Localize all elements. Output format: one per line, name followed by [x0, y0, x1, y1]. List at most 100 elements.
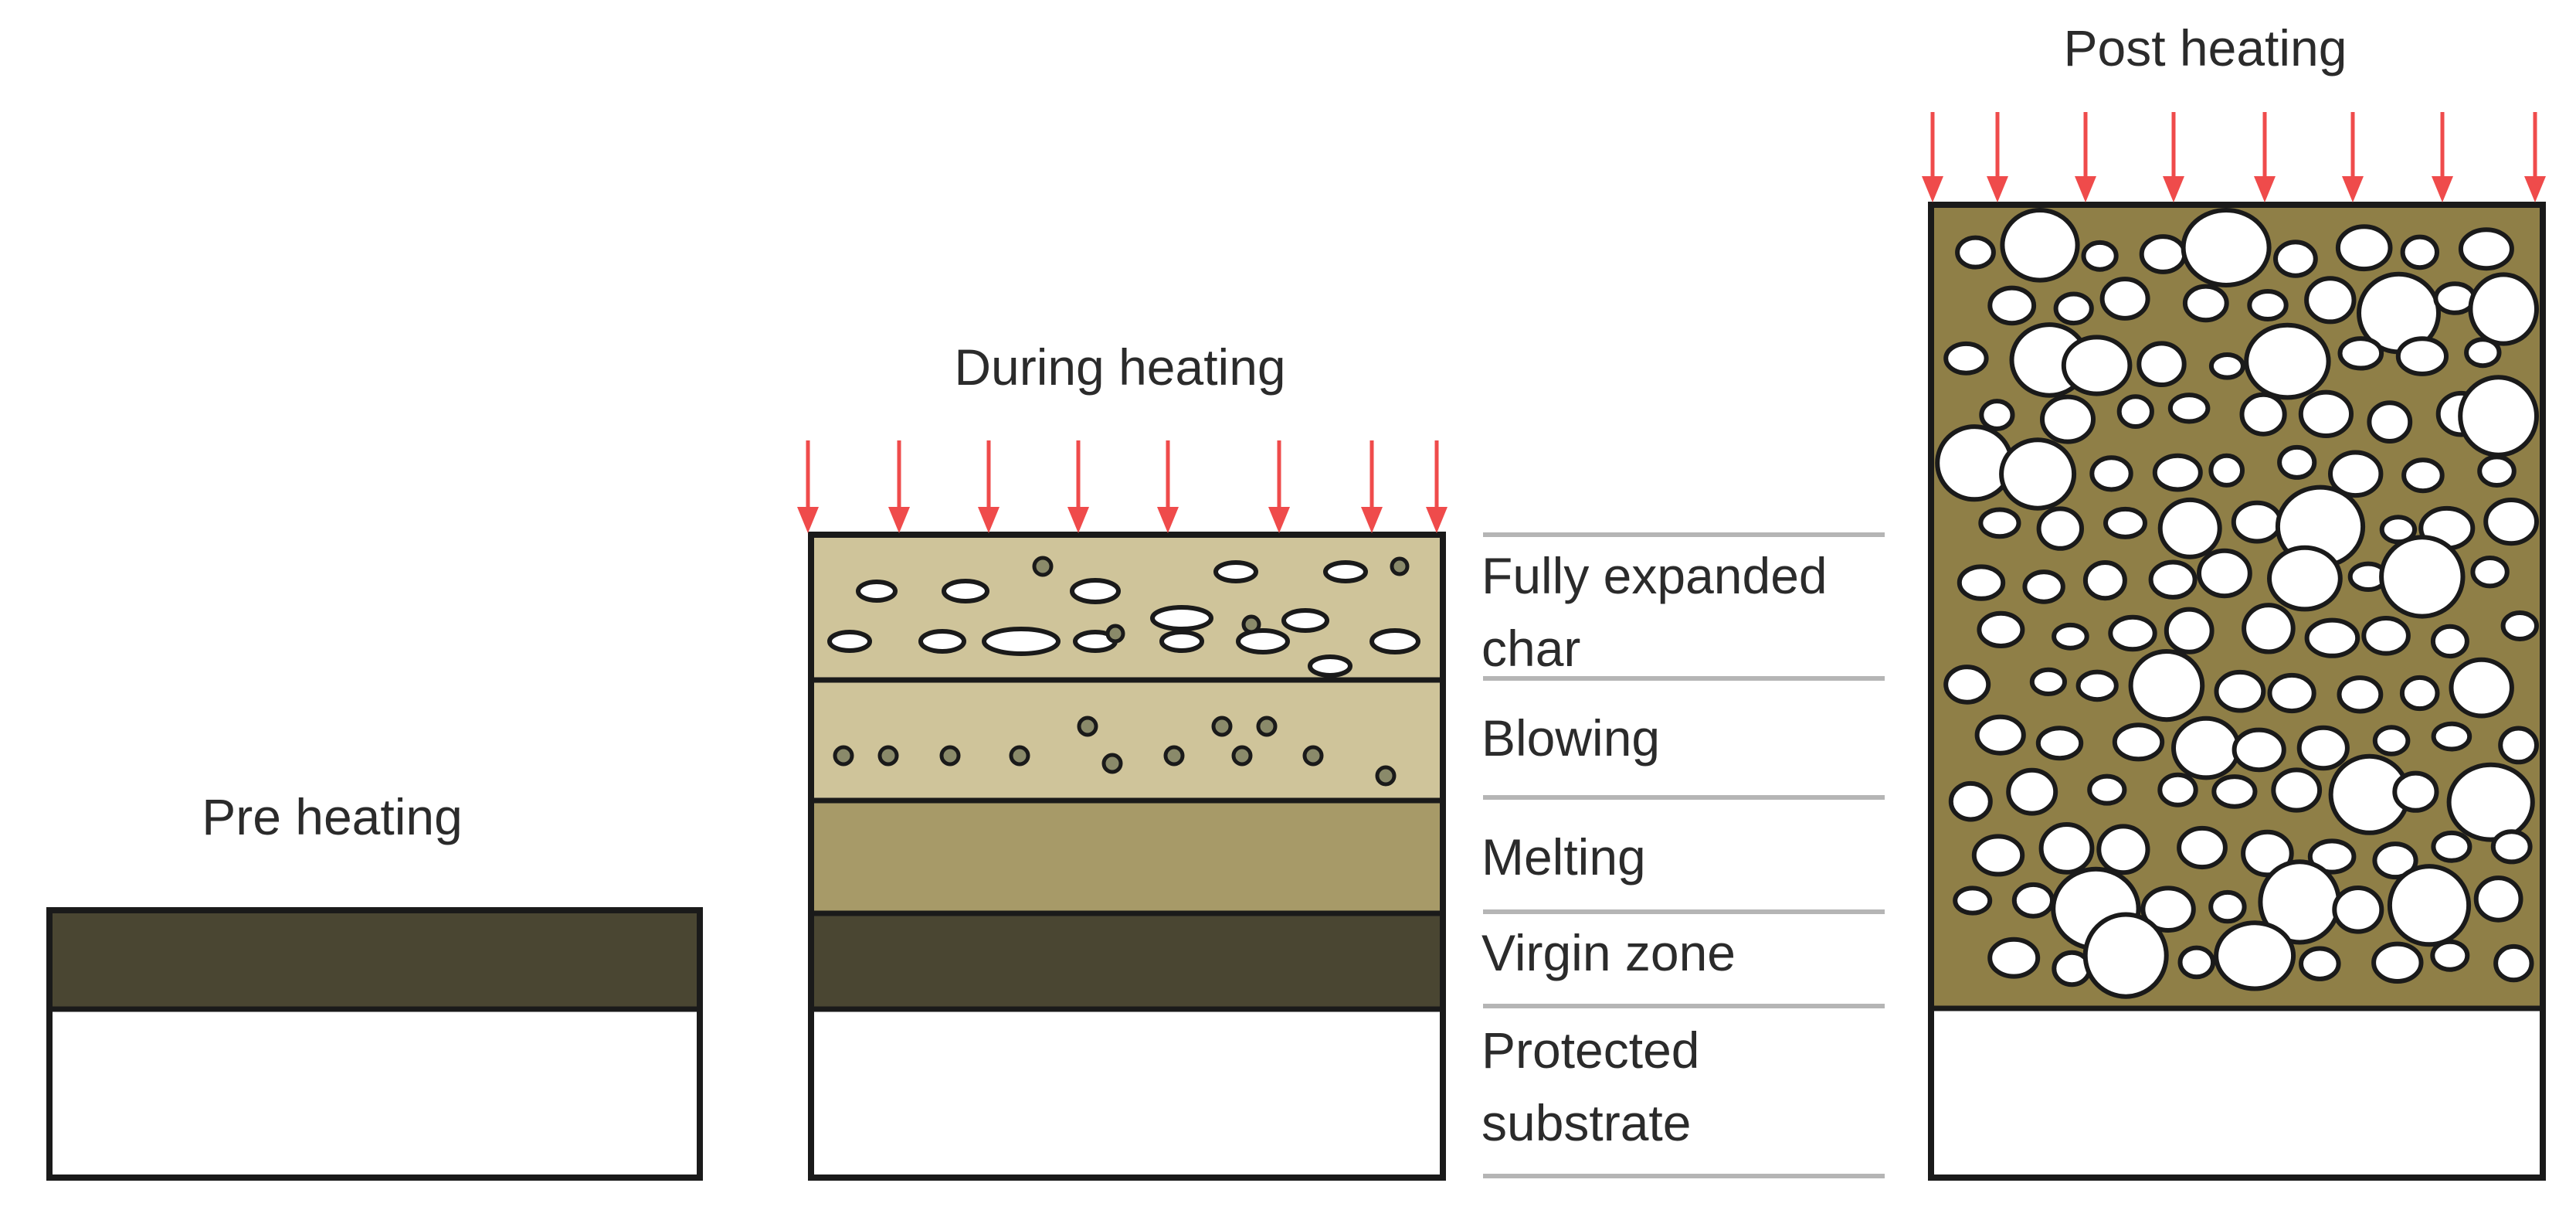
- bubble-icon: [2304, 617, 2360, 658]
- bubble-icon: [2241, 829, 2294, 878]
- protected-substrate-label-line1: Protected: [1481, 1022, 1700, 1079]
- bubble-icon: [2446, 762, 2535, 842]
- down-arrow-icon: [2254, 112, 2276, 202]
- down-arrow-icon: [1922, 112, 1943, 202]
- down-arrow-icon: [2524, 112, 2546, 202]
- bubble-icon: [2211, 774, 2258, 809]
- bubble-icon: [1953, 886, 1993, 916]
- char-bubbles: [827, 556, 1420, 678]
- bubble-icon: [2232, 727, 2286, 773]
- down-arrow-icon: [1987, 112, 2008, 202]
- bubble-icon: [2267, 545, 2343, 612]
- bubble-icon: [2006, 767, 2058, 816]
- blowing-bubbles: [833, 716, 1397, 787]
- during-heating-title: During heating: [954, 338, 1285, 396]
- bubble-icon: [2182, 284, 2229, 323]
- bubble-icon: [2468, 272, 2539, 346]
- bubble-icon: [1163, 745, 1185, 767]
- bubble-icon: [939, 745, 961, 767]
- during-heating-outline: [808, 532, 1446, 1181]
- bubble-icon: [2372, 725, 2411, 756]
- bubble-icon: [1999, 437, 2077, 511]
- bubble-icon: [2128, 649, 2205, 722]
- bubble-icon: [1150, 605, 1213, 631]
- bubble-icon: [1987, 285, 2037, 326]
- bubble-icon: [2152, 453, 2203, 492]
- bubble-icon: [2395, 336, 2449, 376]
- bubble-icon: [1159, 630, 1204, 653]
- bubble-icon: [1979, 399, 2015, 431]
- bubble-icon: [1955, 235, 1996, 270]
- bubble-icon: [2490, 829, 2533, 865]
- pre-heating-block: [46, 907, 703, 1181]
- during-substrate-layer: [811, 1009, 1443, 1178]
- bubble-icon: [2392, 770, 2439, 813]
- during-heating-block: [808, 532, 1446, 1181]
- during-blowing-layer: [811, 680, 1443, 801]
- bubble-icon: [2379, 535, 2466, 619]
- bubble-icon: [2040, 394, 2096, 444]
- bubble-icon: [2332, 886, 2384, 934]
- bubble-icon: [2136, 341, 2187, 388]
- bubble-icon: [1256, 716, 1278, 737]
- bubble-icon: [2371, 941, 2424, 984]
- down-arrow-icon: [2342, 112, 2364, 202]
- expanded-char-bubbles: [1935, 208, 2540, 999]
- bubble-icon: [2197, 548, 2252, 599]
- bubble-icon: [1369, 628, 1420, 654]
- bubble-icon: [2244, 322, 2331, 400]
- bubble-icon: [2361, 616, 2411, 656]
- post-heating-block: [1928, 202, 2546, 1181]
- down-arrow-icon: [1426, 440, 1448, 533]
- bubble-icon: [942, 579, 989, 603]
- bubble-icon: [1213, 560, 1258, 583]
- bubble-icon: [2298, 389, 2354, 438]
- bubble-icon: [2458, 375, 2540, 457]
- bubble-icon: [1231, 745, 1253, 767]
- bubble-icon: [2277, 444, 2317, 480]
- protected-substrate-label-line2: substrate: [1481, 1094, 1691, 1151]
- bubble-icon: [918, 629, 966, 654]
- bubble-icon: [2493, 943, 2534, 983]
- bubble-icon: [2148, 559, 2198, 600]
- bubble-icon: [2171, 716, 2242, 780]
- bubble-icon: [1957, 564, 2006, 601]
- bubble-icon: [2335, 224, 2393, 272]
- bubble-icon: [1978, 507, 2021, 539]
- down-arrow-icon: [1067, 440, 1089, 533]
- bubble-icon: [2242, 603, 2296, 654]
- fully-expanded-char-label-line2: char: [1481, 620, 1580, 677]
- post-heating-title: Post heating: [2064, 19, 2347, 76]
- fully-expanded-char-label-line1: Fully expanded: [1481, 547, 1828, 604]
- blowing-label: Blowing: [1481, 709, 1660, 767]
- down-arrow-icon: [2075, 112, 2096, 202]
- bubble-icon: [2399, 675, 2440, 712]
- bubble-icon: [2075, 669, 2119, 702]
- post-heat-arrows: [1922, 112, 2546, 202]
- bubble-icon: [2458, 227, 2514, 271]
- down-arrow-icon: [1361, 440, 1383, 533]
- bubble-icon: [2096, 824, 2150, 875]
- post-heating-outline: [1928, 202, 2546, 1181]
- bubble-icon: [1032, 556, 1054, 577]
- virgin-zone-label: Virgin zone: [1481, 924, 1736, 981]
- down-arrow-icon: [797, 440, 819, 533]
- bubble-icon: [2304, 276, 2357, 325]
- post-substrate-layer: [1931, 1008, 2543, 1178]
- bubble-icon: [1070, 578, 1121, 604]
- bubble-icon: [2061, 335, 2133, 396]
- down-arrow-icon: [2432, 112, 2453, 202]
- bubble-icon: [2400, 234, 2440, 270]
- bubble-icon: [2372, 841, 2418, 880]
- bubble-icon: [2470, 556, 2510, 589]
- bubble-icon: [2500, 610, 2540, 641]
- bubble-icon: [2139, 234, 2187, 274]
- bubble-icon: [877, 745, 899, 767]
- bubble-icon: [2477, 454, 2517, 488]
- bubble-icon: [2116, 394, 2154, 429]
- bubble-icon: [1943, 341, 1989, 376]
- bubble-icon: [2214, 920, 2296, 991]
- pre-heating-title: Pre heating: [202, 788, 463, 845]
- bubble-icon: [1974, 714, 2026, 756]
- bubble-icon: [2087, 773, 2127, 806]
